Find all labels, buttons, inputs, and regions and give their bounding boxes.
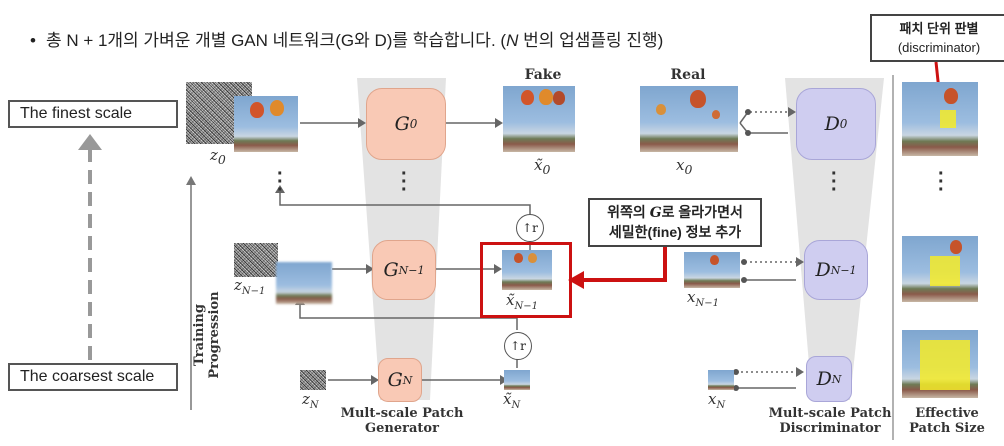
patch-square-large bbox=[920, 340, 970, 390]
noise-zn bbox=[300, 370, 326, 390]
bullet-marker: • bbox=[30, 31, 36, 50]
patch-image-row0 bbox=[902, 82, 978, 156]
training-progression-arrowhead bbox=[186, 176, 196, 185]
vdots-discriminator: ··· bbox=[831, 163, 838, 201]
noise-zn1 bbox=[234, 243, 278, 277]
vdots-generator: ··· bbox=[401, 163, 408, 201]
label-xn1-fake: x̃N−1 bbox=[506, 291, 538, 312]
label-zn: zN bbox=[302, 390, 319, 411]
label-z0: z0 bbox=[210, 146, 226, 167]
finest-scale-box: The finest scale bbox=[8, 100, 178, 128]
header-text-tail: 번의 업샘플링 진행) bbox=[518, 31, 664, 50]
fake-image-row0 bbox=[503, 86, 575, 152]
header-text-main: 총 N + 1개의 가벼운 개별 GAN 네트워크(G와 D)를 학습합니다. … bbox=[45, 31, 507, 50]
patch-image-rown bbox=[902, 330, 978, 398]
fine-note-arrow bbox=[582, 238, 667, 282]
coarsest-scale-label: The coarsest scale bbox=[20, 368, 155, 385]
patch-image-rown1 bbox=[902, 236, 978, 302]
header-text-var: N bbox=[506, 31, 519, 50]
vdots-left: ··· bbox=[277, 163, 284, 201]
input-image-row0 bbox=[234, 96, 298, 152]
patch-square-medium bbox=[930, 256, 960, 286]
fake-image-rown bbox=[504, 370, 530, 390]
label-zn1: zN−1 bbox=[234, 276, 266, 297]
discriminator-note-box: 패치 단위 판별 (discriminator) bbox=[870, 14, 1004, 62]
label-xn-real: xN bbox=[708, 390, 726, 411]
upsample-node-row0: ↑r bbox=[516, 214, 544, 242]
coarsest-scale-box: The coarsest scale bbox=[8, 363, 178, 391]
label-x0-real: x0 bbox=[676, 156, 693, 177]
highlight-box bbox=[480, 242, 572, 318]
real-image-rown bbox=[708, 370, 734, 390]
upsample-node-rown1: ↑r bbox=[504, 332, 532, 360]
fine-note-arrowhead bbox=[568, 271, 584, 289]
input-image-rown1 bbox=[276, 262, 332, 304]
finest-scale-label: The finest scale bbox=[20, 105, 133, 122]
flow-arrows bbox=[279, 111, 796, 389]
real-header: Real bbox=[670, 67, 706, 83]
header-bullet-line: • 총 N + 1개의 가벼운 개별 GAN 네트워크(G와 D)를 학습합니다.… bbox=[30, 26, 663, 51]
real-image-row0 bbox=[640, 86, 738, 152]
label-xn-fake: x̃N bbox=[503, 390, 521, 411]
training-progression-label: Training Progression bbox=[192, 291, 222, 379]
fine-note-box: 위쪽의 G로 올라가면서 세밀한(fine) 정보 추가 bbox=[588, 198, 762, 247]
patch-square-small bbox=[940, 110, 956, 128]
fake-header: Fake bbox=[524, 67, 562, 83]
real-image-rown1 bbox=[684, 252, 740, 288]
fake-image-rown1 bbox=[502, 250, 552, 290]
vdots-patch: ··· bbox=[938, 163, 945, 201]
label-xn1-real: xN−1 bbox=[687, 288, 719, 309]
scale-dashed-arrowhead bbox=[78, 134, 102, 150]
label-x0-fake: x̃0 bbox=[534, 156, 551, 177]
